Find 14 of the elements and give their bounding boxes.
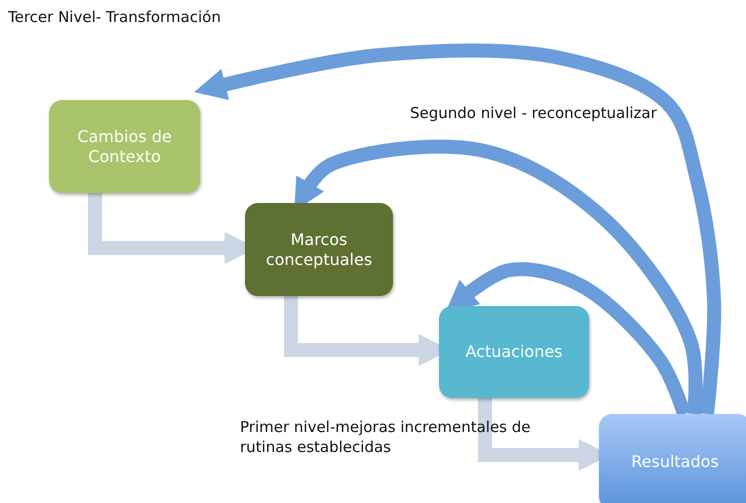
- box-label: Actuaciones: [465, 342, 563, 362]
- curved-arrow: [294, 140, 702, 415]
- box-label: Resultados: [631, 452, 719, 472]
- process-box: [49, 100, 200, 193]
- curved-arrow: [445, 262, 691, 416]
- level-label: Segundo nivel - reconceptualizar: [410, 104, 658, 124]
- process-box: [439, 306, 589, 398]
- box-label: Cambios de Contexto: [76, 126, 173, 166]
- level-label: Primer nivel-mejoras incrementales de rutinas establecidas: [240, 418, 532, 457]
- curved-arrow: [194, 44, 722, 415]
- process-box: [599, 414, 746, 503]
- box-label: Marcos conceptuales: [264, 230, 374, 270]
- level-label: Tercer Nivel- Transformación: [8, 8, 222, 28]
- process-box: [245, 203, 393, 296]
